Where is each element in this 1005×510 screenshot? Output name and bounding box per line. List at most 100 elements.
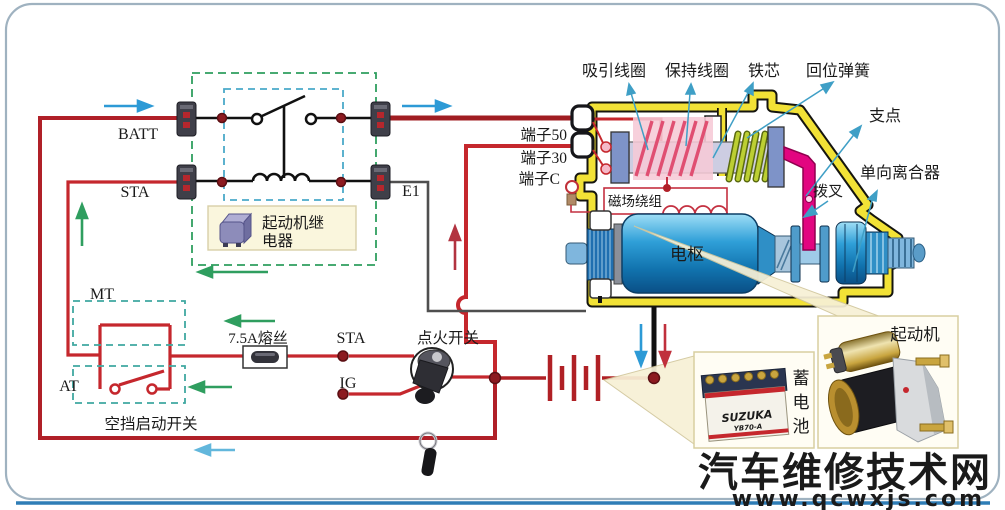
wire-sta	[66, 180, 177, 357]
blue-arrow-down	[634, 324, 648, 369]
wire-battery-to-terminal30	[456, 144, 573, 372]
iron-core-label: 铁芯	[748, 62, 780, 80]
label-callout-arrows	[626, 80, 878, 273]
relay-caption-line1: 起动机继	[262, 214, 324, 232]
mt-label: MT	[90, 286, 114, 303]
terminal-c-stub	[566, 193, 577, 206]
battery-caption: 蓄 电 池	[793, 369, 810, 436]
watermark-site-name: 汽车维修技术网	[698, 450, 992, 496]
watermark: 汽车维修技术网 www.qcwxjs.com	[698, 450, 992, 510]
terminal-50-connector	[570, 104, 595, 132]
batt-label: BATT	[118, 126, 158, 143]
relay-coil-symbol	[251, 172, 311, 182]
return-spring-label: 回位弹簧	[806, 61, 870, 80]
neutral-switch-blade	[118, 369, 165, 387]
brush-lower	[589, 278, 612, 299]
terminal-50-label: 端子50	[520, 126, 567, 144]
one-way-clutch-body	[835, 221, 867, 285]
housing-outline-yellow	[576, 91, 902, 306]
ignition-switch-icon	[410, 347, 454, 477]
red-arrow-down	[658, 324, 672, 369]
relay-contact-right	[304, 112, 318, 126]
pinion-tip	[912, 243, 926, 263]
relay-connector-blocks	[176, 101, 391, 200]
solenoid-left-cap	[610, 131, 630, 184]
fulcrum-label: 支点	[869, 107, 901, 125]
pinion-gear	[887, 237, 915, 269]
solenoid-coil-turns	[634, 120, 709, 177]
neutral-start-switch-label: 空挡启动开关	[104, 415, 197, 433]
field-winding-junction	[663, 184, 671, 192]
light-blue-arrow-bottom	[193, 443, 235, 457]
field-winding-group: 磁场绕组	[570, 177, 728, 215]
green-arrow-up-left	[75, 201, 89, 246]
wire-battery-rail	[38, 116, 497, 440]
armature-label: 电枢	[670, 245, 704, 264]
field-winding-label: 磁场绕组	[608, 194, 662, 209]
starter-relay-group: 起动机继 电器	[176, 72, 391, 266]
at-dashed-box	[72, 365, 186, 404]
neutral-switch-contact-left	[109, 383, 121, 395]
junction-dots	[216, 112, 661, 400]
green-arrow-mid	[223, 314, 275, 328]
at-label: AT	[59, 378, 79, 395]
solenoid-right-cap	[767, 126, 785, 188]
hold-in-coil-label: 保持线圈	[665, 62, 729, 80]
fuse-icon	[242, 345, 288, 369]
diagram-labels: BATT STA E1 吸引线圈 保持线圈 铁芯 回位弹簧 支点 单向离合器 拨…	[59, 61, 940, 433]
flow-arrows	[75, 99, 672, 457]
starter-inset: 起动机	[817, 315, 959, 449]
battery-photo: SUZUKA YB70-A	[700, 367, 790, 442]
terminal-30-connector	[570, 131, 595, 159]
solenoid-stud-lower	[600, 163, 612, 175]
terminal-connectors	[565, 104, 612, 206]
fuse-label: 7.5A熔丝	[228, 330, 288, 347]
watermark-site-url: www.qcwxjs.com	[732, 487, 985, 510]
relay-icon	[219, 212, 253, 247]
battery-model-text: YB70-A	[733, 423, 762, 433]
starter-caption: 起动机	[890, 325, 940, 344]
sta-ignition-label: STA	[337, 330, 366, 347]
wire-ignition-feed	[170, 354, 492, 396]
relay-contact-left	[250, 112, 264, 126]
pull-in-coil-label: 吸引线圈	[582, 62, 646, 80]
e1-label: E1	[402, 183, 420, 200]
brush-upper	[589, 210, 612, 231]
commutator	[586, 228, 616, 281]
green-arrow-at-row	[187, 380, 232, 394]
battery-inset: SUZUKA YB70-A 蓄 电 池	[693, 351, 815, 449]
field-winding-box	[603, 187, 728, 215]
blue-flow-arrow-top-right	[402, 99, 453, 113]
shift-fork-label: 拨叉	[813, 183, 843, 200]
ignition-switch-label: 点火开关	[417, 329, 479, 347]
starter-photo	[823, 331, 954, 443]
svg-text:池: 池	[793, 417, 810, 436]
shaft-collar-right	[819, 225, 830, 283]
battery-symbol	[547, 355, 601, 401]
relay-caption-line2: 电器	[262, 232, 294, 250]
one-way-clutch-label: 单向离合器	[860, 164, 940, 182]
battery-brand-text: SUZUKA	[721, 408, 773, 425]
terminal-c-label: 端子C	[519, 170, 560, 188]
blue-flow-arrow-top-left	[104, 99, 155, 113]
solenoid-group	[610, 115, 785, 188]
fork-pivot	[805, 195, 813, 203]
mt-dashed-box	[72, 300, 186, 346]
relay-inner-dashed-box	[223, 88, 344, 201]
terminal-c-connector	[565, 180, 579, 194]
green-arrow-below-relay	[195, 265, 268, 279]
ig-label: IG	[340, 375, 357, 392]
armature-end-plate	[613, 223, 623, 285]
solenoid-stud-upper	[600, 141, 612, 153]
shaft-stub	[565, 242, 588, 265]
terminal-30-label: 端子30	[520, 149, 567, 167]
sta-relay-label: STA	[121, 184, 150, 201]
neutral-switch-contact-right	[146, 383, 158, 395]
svg-text:电: 电	[793, 393, 810, 412]
shift-fork	[783, 145, 816, 251]
shaft-collar-left	[790, 225, 801, 283]
red-arrow-up	[448, 223, 462, 270]
wire-e1-ground	[390, 180, 586, 313]
